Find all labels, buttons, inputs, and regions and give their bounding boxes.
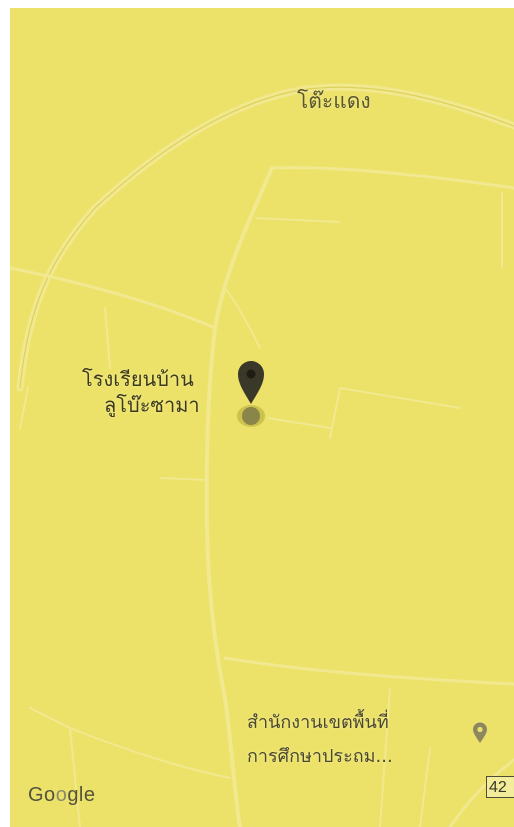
road-lower-south-2 <box>419 747 431 827</box>
road-side-5 <box>159 477 209 481</box>
road-side-3 <box>267 417 331 429</box>
road-upper-right <box>270 166 514 190</box>
school-label-line2[interactable]: ลูโบ๊ะซามา <box>104 393 200 417</box>
google-logo: Google <box>28 784 96 806</box>
road-highway <box>16 83 514 392</box>
school-label-line1[interactable]: โรงเรียนบ้าน <box>82 367 194 391</box>
road-lower-west <box>69 727 231 779</box>
road-side-1 <box>224 287 261 349</box>
road-side-4 <box>329 387 461 439</box>
route-shield: 42 <box>486 776 514 798</box>
road-main-north-south <box>204 166 274 827</box>
road-west-connector <box>10 266 217 330</box>
road-network <box>10 83 514 827</box>
road-highway-edge <box>19 86 514 389</box>
road-lower-east <box>223 656 514 686</box>
road-lower-south-1 <box>379 687 391 827</box>
road-upper-branch <box>255 217 341 223</box>
road-side-6 <box>19 387 29 429</box>
office-label-line1[interactable]: สำนักงานเขตพื้นที่ <box>247 712 389 733</box>
road-side-2 <box>104 307 111 369</box>
road-lower-diagonal <box>448 758 514 827</box>
road-bottom-left <box>29 707 81 827</box>
poi-marker-icon[interactable] <box>472 722 488 744</box>
map-view[interactable]: โต๊ะแดง โรงเรียนบ้าน ลูโบ๊ะซามา สำนักงาน… <box>10 8 514 827</box>
village-label: โต๊ะแดง <box>297 89 371 113</box>
map-pin-icon[interactable] <box>232 354 270 432</box>
office-label-line2[interactable]: การศึกษาประถม... <box>247 746 393 767</box>
